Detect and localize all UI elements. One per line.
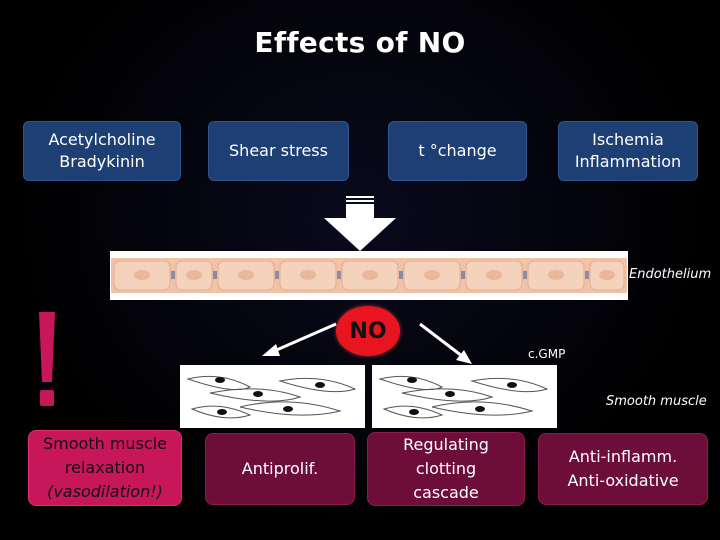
page-title: Effects of NO [254,26,466,59]
down-arrow-icon [324,196,396,251]
right-arrow-line [419,322,463,358]
stimulus-line: Bradykinin [59,152,145,171]
effect-line: cascade [413,483,479,502]
endothelium-label: Endothelium [629,267,712,282]
stimulus-line: Shear stress [229,141,328,160]
left-arrow-icon [262,344,280,356]
endothelium-cells [110,251,628,300]
effect-line: Anti-inflamm. [568,447,678,466]
stimulus-acetylcholine-box: Acetylcholine Bradykinin [23,121,181,181]
effect-line: relaxation [64,458,146,477]
stimulus-line: Ischemia [592,130,664,149]
cgmp-label: c.GMP [528,347,566,361]
stimulus-shear-stress-box: Shear stress [208,121,349,181]
smooth-muscle-cells-left [180,365,365,428]
exclamation-icon [39,312,55,406]
effect-line: Antiprolif. [241,459,319,478]
effect-line: Regulating [403,435,489,454]
smooth-muscle-label: Smooth muscle [606,394,707,409]
stimulus-line: t °change [418,141,497,160]
left-arrow-line [271,322,337,354]
smooth-muscle-cells-right [372,365,557,428]
stimulus-line: Acetylcholine [48,130,156,149]
effect-line-italic: (vasodilation!) [47,482,163,501]
effect-line: Anti-oxidative [567,471,679,490]
effect-antiprolif-box: Antiprolif. [205,433,355,505]
effect-antiinflamm-box: Anti-inflamm. Anti-oxidative [538,433,708,505]
no-label: NO [349,318,387,344]
effect-line: Smooth muscle [43,434,167,453]
stimulus-line: Inflammation [574,152,682,171]
effect-line: clotting [415,459,477,478]
no-molecule-circle: NO [336,306,400,356]
stimulus-ischemia-box: Ischemia Inflammation [558,121,698,181]
effect-clotting-box: Regulating clotting cascade [367,432,525,506]
stimulus-temperature-box: t °change [388,121,527,181]
right-arrow-icon [456,350,472,364]
effect-relaxation-box: Smooth muscle relaxation (vasodilation!) [28,430,182,506]
no-arrows [262,322,472,364]
